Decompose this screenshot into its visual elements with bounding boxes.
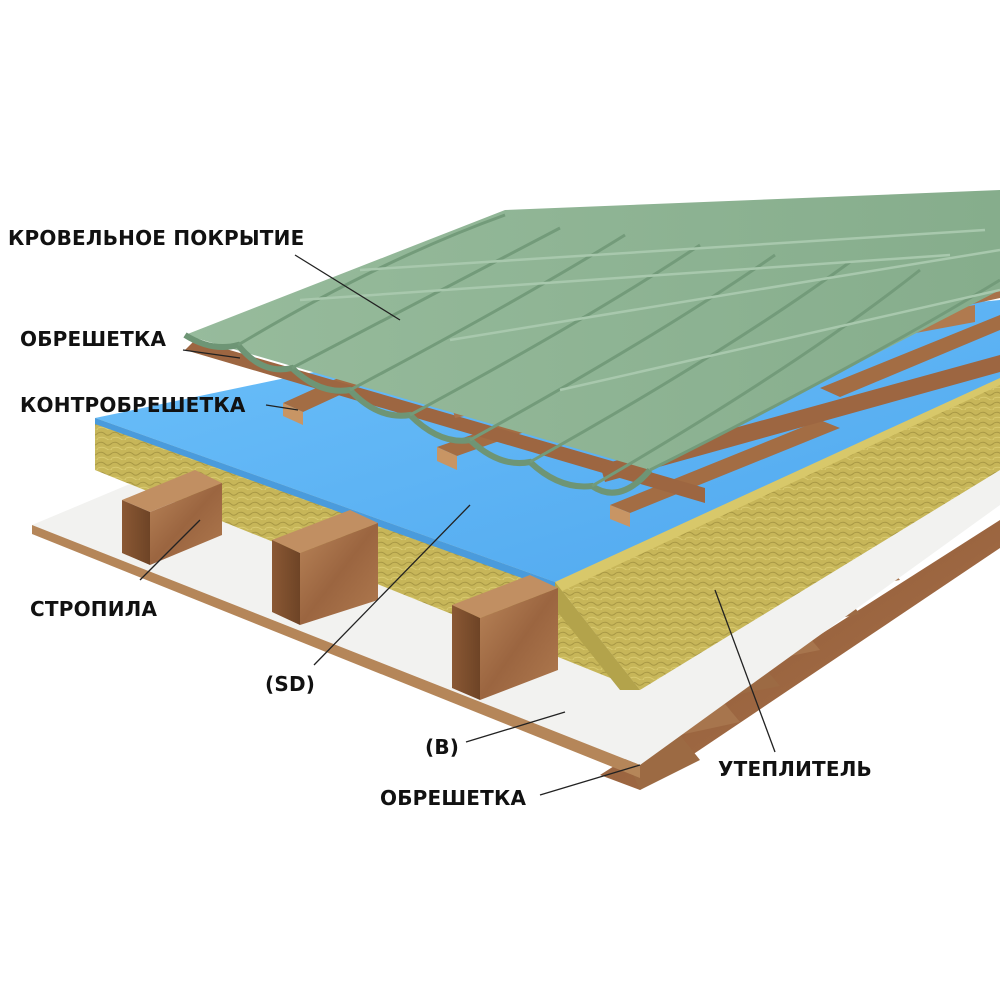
label-roof-covering: КРОВЕЛЬНОЕ ПОКРЫТИЕ bbox=[8, 226, 305, 250]
label-membrane-b: (B) bbox=[425, 735, 460, 759]
label-rafters: СТРОПИЛА bbox=[30, 597, 158, 621]
label-batten-bottom: ОБРЕШЕТКА bbox=[380, 786, 527, 810]
label-membrane-sd: (SD) bbox=[265, 672, 316, 696]
leader-lines bbox=[139, 254, 776, 796]
label-counter-batten: КОНТРОБРЕШЕТКА bbox=[20, 393, 246, 417]
roof-covering-sheet bbox=[183, 190, 1000, 496]
rafters bbox=[122, 470, 558, 700]
label-insulation: УТЕПЛИТЕЛЬ bbox=[718, 757, 872, 781]
label-batten-top: ОБРЕШЕТКА bbox=[20, 327, 167, 351]
